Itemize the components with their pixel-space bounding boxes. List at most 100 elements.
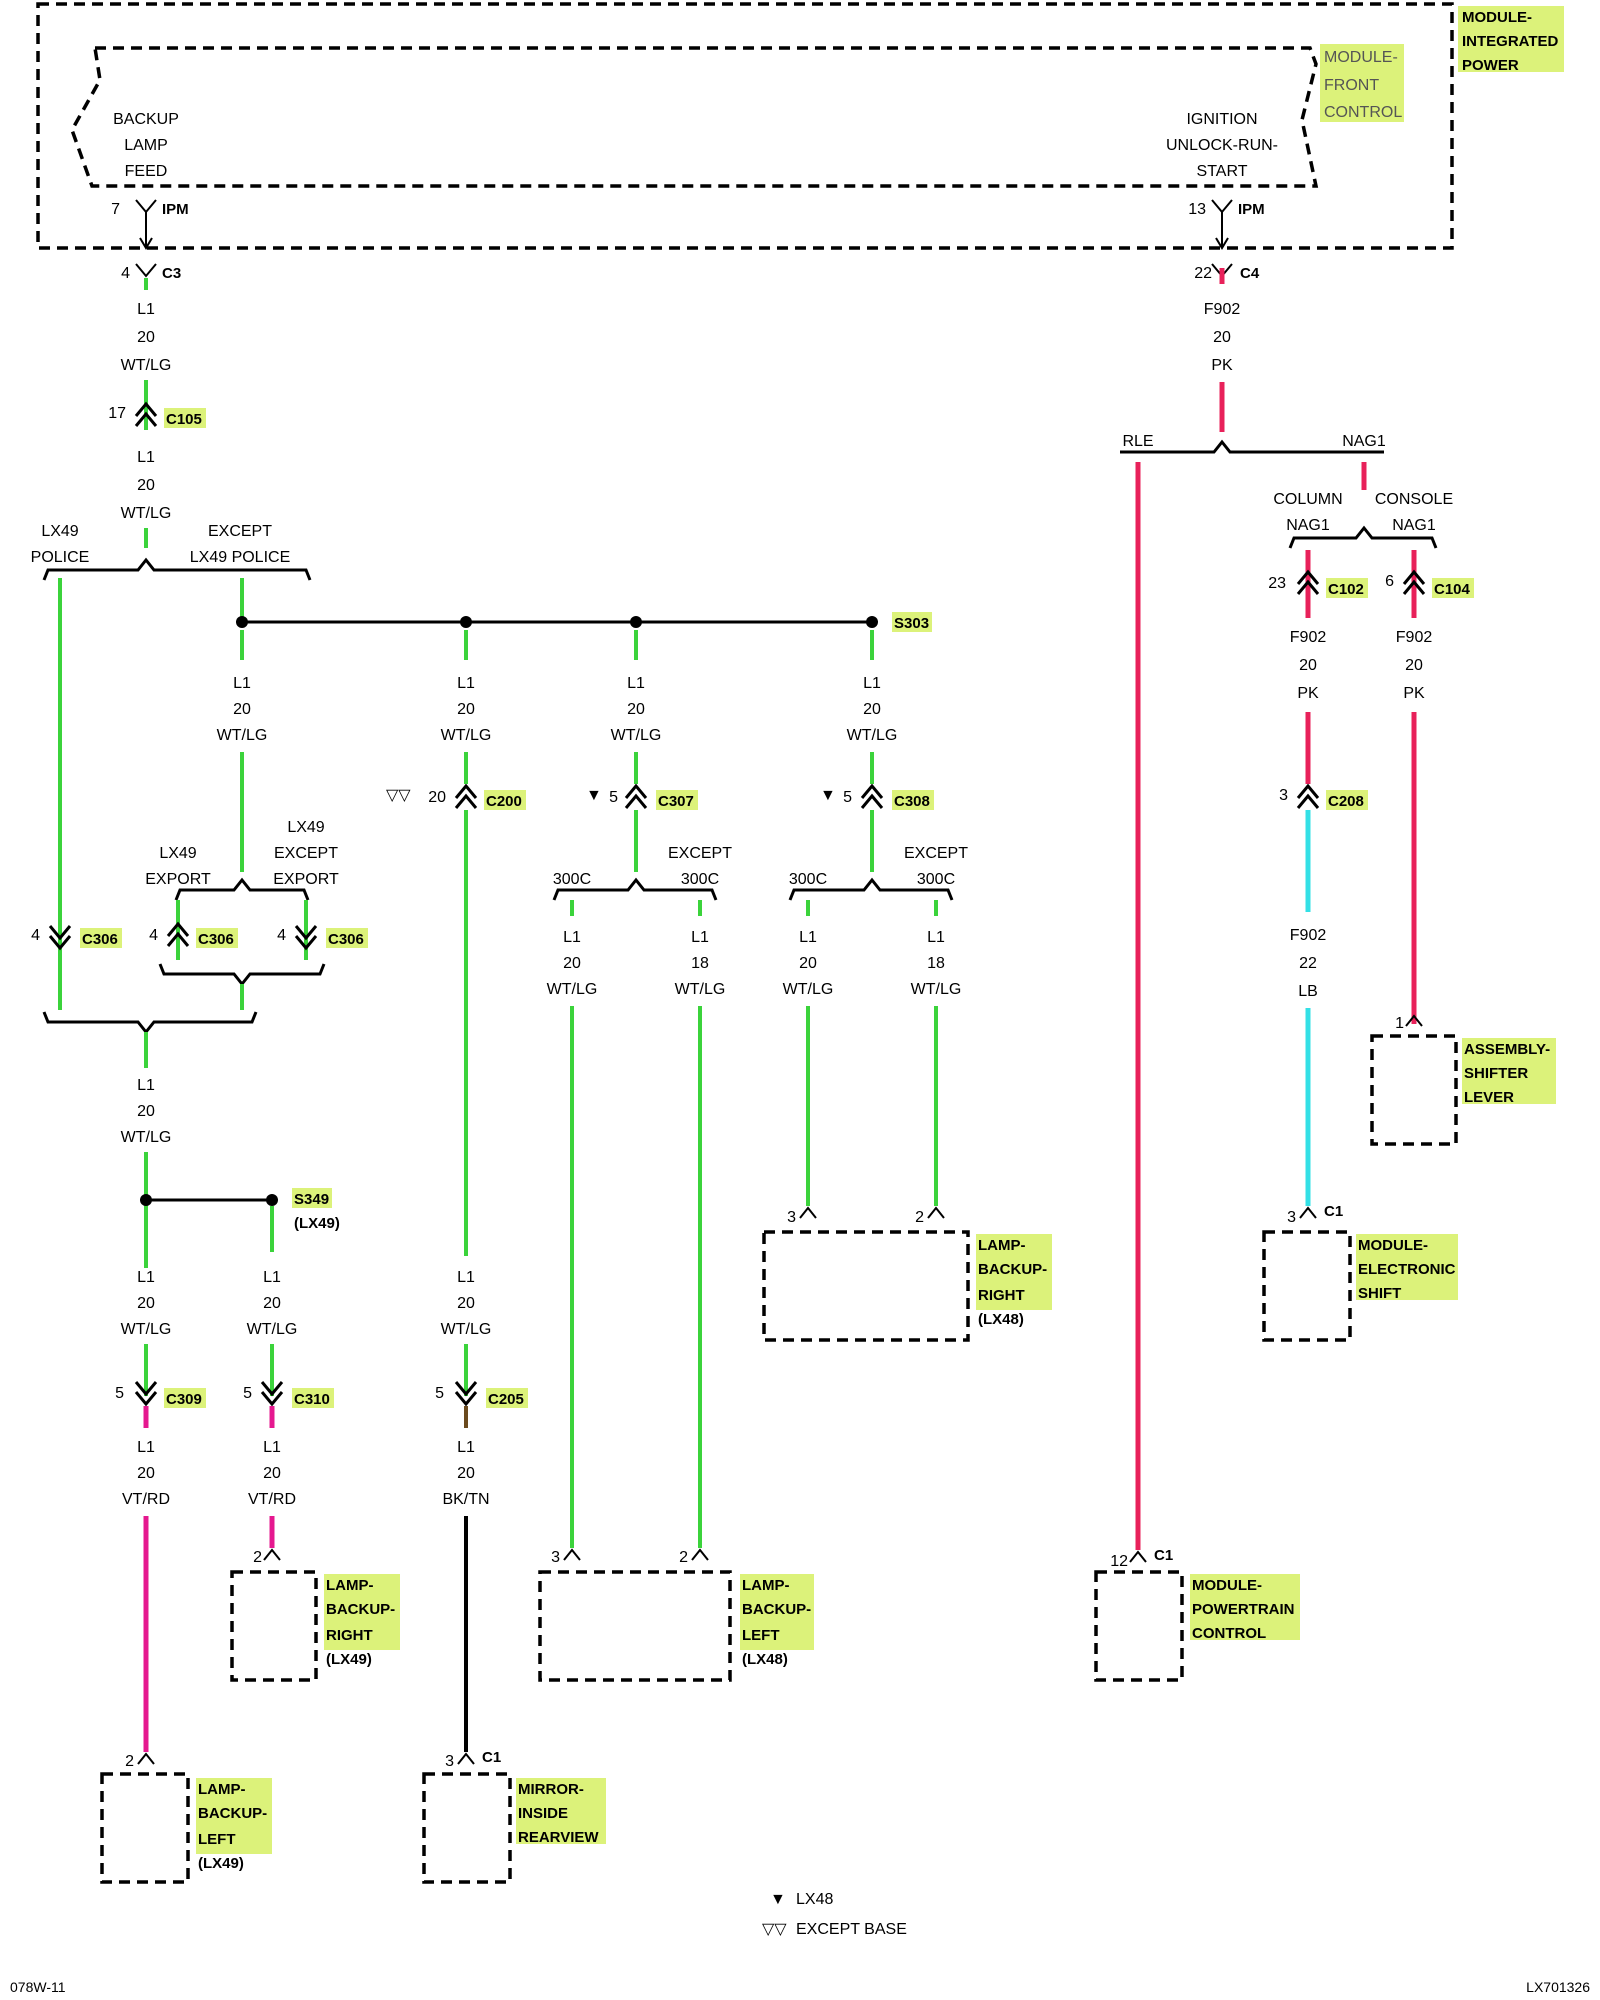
svg-text:EXCEPT: EXCEPT bbox=[904, 845, 968, 862]
connector-c309: 5 C309 bbox=[115, 1381, 206, 1408]
label-line: FRONT bbox=[1324, 77, 1379, 94]
module-front-control-outline bbox=[70, 46, 1319, 188]
svg-text:L1: L1 bbox=[457, 1269, 475, 1286]
svg-text:LAMP-: LAMP- bbox=[198, 1781, 246, 1798]
svg-text:18: 18 bbox=[927, 955, 945, 972]
svg-text:3: 3 bbox=[1279, 787, 1288, 804]
svg-text:RLE: RLE bbox=[1122, 433, 1153, 450]
svg-text:POWERTRAIN: POWERTRAIN bbox=[1192, 1601, 1295, 1618]
label-line: MODULE- bbox=[1462, 9, 1532, 26]
svg-text:MIRROR-: MIRROR- bbox=[518, 1781, 584, 1798]
svg-text:300C: 300C bbox=[681, 871, 719, 888]
svg-text:18: 18 bbox=[691, 955, 709, 972]
connector-c306-a: 4 C306 bbox=[31, 925, 122, 951]
wire-label-mirror: L1 20 WT/LG bbox=[441, 1269, 492, 1338]
svg-text:300C: 300C bbox=[789, 871, 827, 888]
svg-text:LX701326: LX701326 bbox=[1526, 1979, 1590, 1995]
connector-c200: ▽▽ 20 C200 bbox=[386, 783, 526, 810]
svg-text:LX49: LX49 bbox=[159, 845, 196, 862]
svg-text:SHIFTER: SHIFTER bbox=[1464, 1065, 1528, 1082]
svg-text:PK: PK bbox=[1211, 357, 1233, 374]
connector-c3: 4 C3 bbox=[121, 263, 181, 282]
wire-label-f902-c4: F902 20 PK bbox=[1204, 301, 1241, 374]
svg-text:LB: LB bbox=[1298, 983, 1318, 1000]
svg-text:22: 22 bbox=[1299, 955, 1317, 972]
svg-text:IGNITION: IGNITION bbox=[1186, 111, 1257, 128]
svg-text:S303: S303 bbox=[894, 615, 929, 632]
svg-text:NAG1: NAG1 bbox=[1342, 433, 1386, 450]
svg-text:EXCEPT: EXCEPT bbox=[208, 523, 272, 540]
connector-c308: ▼ 5 C308 bbox=[820, 783, 934, 810]
svg-text:(LX48): (LX48) bbox=[742, 1651, 788, 1668]
svg-text:RIGHT: RIGHT bbox=[978, 1287, 1025, 1304]
svg-text:NAG1: NAG1 bbox=[1392, 517, 1436, 534]
svg-text:6: 6 bbox=[1385, 573, 1394, 590]
connector-c306-b: 4 C306 bbox=[149, 921, 238, 948]
svg-text:2: 2 bbox=[915, 1209, 924, 1226]
svg-text:LAMP-: LAMP- bbox=[326, 1577, 374, 1594]
connector-c105: 17 C105 bbox=[108, 401, 206, 428]
svg-text:LX49: LX49 bbox=[287, 819, 324, 836]
svg-text:4: 4 bbox=[121, 265, 130, 282]
svg-text:5: 5 bbox=[843, 789, 852, 806]
connector-c102: 23 C102 bbox=[1268, 569, 1368, 598]
ipm-pin-13: 13 IPM bbox=[1188, 199, 1265, 250]
svg-text:WT/LG: WT/LG bbox=[121, 357, 172, 374]
mirror-inside-rearview: 3 C1 MIRROR- INSIDE REARVIEW bbox=[422, 1749, 606, 1884]
legend-single-triangle: ▼ bbox=[586, 787, 602, 804]
svg-text:MODULE-: MODULE- bbox=[1358, 1237, 1428, 1254]
svg-text:C205: C205 bbox=[488, 1391, 524, 1408]
svg-text:3: 3 bbox=[551, 1549, 560, 1566]
option-column-console: COLUMN NAG1 CONSOLE NAG1 bbox=[1273, 491, 1453, 534]
svg-text:22: 22 bbox=[1194, 265, 1212, 282]
module-integrated-power-outline bbox=[36, 2, 1454, 250]
svg-text:REARVIEW: REARVIEW bbox=[518, 1829, 599, 1846]
svg-text:C306: C306 bbox=[328, 931, 364, 948]
svg-text:C1: C1 bbox=[1154, 1547, 1173, 1564]
svg-text:PK: PK bbox=[1297, 685, 1319, 702]
svg-text:CONSOLE: CONSOLE bbox=[1375, 491, 1453, 508]
svg-text:ELECTRONIC: ELECTRONIC bbox=[1358, 1261, 1456, 1278]
svg-text:L1: L1 bbox=[263, 1439, 281, 1456]
label-line: POWER bbox=[1462, 57, 1519, 74]
option-300c-left: EXCEPT 300C 300C bbox=[553, 845, 732, 888]
svg-text:(LX48): (LX48) bbox=[978, 1311, 1024, 1328]
ipm-ignition-label: IGNITION UNLOCK-RUN- START bbox=[1166, 111, 1278, 180]
svg-text:LEFT: LEFT bbox=[742, 1627, 780, 1644]
svg-text:EXPORT: EXPORT bbox=[145, 871, 211, 888]
svg-text:WT/LG: WT/LG bbox=[247, 1321, 298, 1338]
svg-text:L1: L1 bbox=[137, 1077, 155, 1094]
svg-text:F902: F902 bbox=[1290, 927, 1327, 944]
svg-text:20: 20 bbox=[627, 701, 645, 718]
svg-text:12: 12 bbox=[1110, 1553, 1128, 1570]
module-front-control-label: MODULE- FRONT CONTROL bbox=[1320, 44, 1404, 122]
wire-label-l1-c3: L1 20 WT/LG bbox=[121, 301, 172, 374]
svg-text:VT/RD: VT/RD bbox=[122, 1491, 170, 1508]
legend-double-triangle: ▽▽ bbox=[386, 787, 411, 804]
module-electronic-shift: 3 C1 MODULE- ELECTRONIC SHIFT bbox=[1262, 1203, 1458, 1342]
svg-text:20: 20 bbox=[863, 701, 881, 718]
svg-text:5: 5 bbox=[243, 1385, 252, 1402]
svg-text:L1: L1 bbox=[457, 1439, 475, 1456]
svg-text:WT/LG: WT/LG bbox=[121, 1321, 172, 1338]
svg-text:20: 20 bbox=[263, 1465, 281, 1482]
connector-c310: 5 C310 bbox=[243, 1381, 334, 1408]
svg-text:S349: S349 bbox=[294, 1191, 329, 1208]
lamp-backup-right-lx48: 3 2 LAMP- BACKUP- RIGHT (LX48) bbox=[762, 1206, 1052, 1342]
svg-text:300C: 300C bbox=[917, 871, 955, 888]
svg-text:20: 20 bbox=[263, 1295, 281, 1312]
svg-text:EXCEPT: EXCEPT bbox=[274, 845, 338, 862]
wire-label-l1-merge: L1 20 WT/LG bbox=[121, 1077, 172, 1146]
svg-text:L1: L1 bbox=[799, 929, 817, 946]
svg-text:LX49: LX49 bbox=[41, 523, 78, 540]
svg-text:INSIDE: INSIDE bbox=[518, 1805, 568, 1822]
svg-text:LEFT: LEFT bbox=[198, 1831, 236, 1848]
svg-text:L1: L1 bbox=[137, 301, 155, 318]
svg-text:WT/LG: WT/LG bbox=[217, 727, 268, 744]
svg-text:EXCEPT: EXCEPT bbox=[668, 845, 732, 862]
svg-text:L1: L1 bbox=[263, 1269, 281, 1286]
svg-text:FEED: FEED bbox=[125, 163, 168, 180]
svg-text:C308: C308 bbox=[894, 793, 930, 810]
wire-labels-vtrd: L1 20 VT/RD L1 20 VT/RD bbox=[122, 1439, 296, 1508]
